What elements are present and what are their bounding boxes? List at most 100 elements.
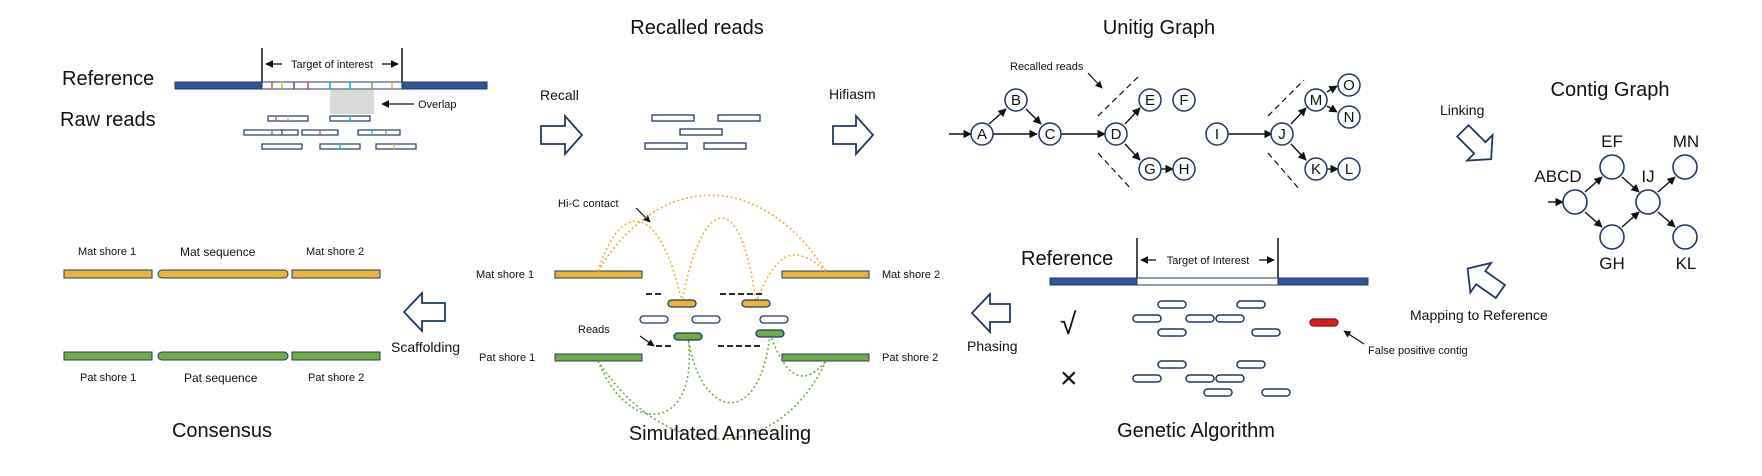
node-mn — [1672, 154, 1698, 180]
linking-label: Linking — [1440, 102, 1484, 118]
mapping-step: Mapping to Reference — [1410, 261, 1548, 323]
contig-pill — [1215, 374, 1245, 383]
sa-pat-shore-1-label: Pat shore 1 — [479, 352, 535, 364]
paternal-read — [755, 329, 785, 338]
sa-pat-shore-2-label: Pat shore 2 — [882, 352, 938, 364]
contig-label: ABCD — [1534, 167, 1581, 186]
linking-arrow-icon — [1455, 123, 1494, 162]
node-l — [1337, 157, 1361, 181]
overlap-region — [330, 90, 374, 114]
unitig-recalled-arrow — [1087, 72, 1103, 89]
simulated-annealing-panel: Hi-C contact Mat shore 1 Mat shore 2 Pat… — [476, 194, 940, 445]
node-label: J — [1278, 126, 1286, 143]
contig-label: KL — [1676, 254, 1697, 273]
edge-j-k — [1290, 143, 1307, 161]
recall-panel: Reference Raw reads Target of interest O… — [60, 48, 488, 150]
cons-mat-shore-1-bar — [63, 269, 153, 279]
edge-m-o — [1326, 85, 1338, 94]
node-i — [1205, 122, 1229, 146]
contig-graph-title: Contig Graph — [1551, 79, 1670, 101]
node-ef — [1599, 154, 1625, 180]
sa-mat-shore-1-bar — [554, 270, 643, 279]
reference-label: Reference — [62, 68, 154, 90]
cons-mat-sequence-bar — [157, 269, 289, 279]
mapping-label: Mapping to Reference — [1410, 307, 1548, 323]
hifiasm-label: Hifiasm — [829, 86, 876, 102]
read-pill — [759, 315, 789, 324]
edge-gh-ij — [1621, 211, 1640, 228]
cross-mark: × — [1060, 362, 1078, 395]
contig-label: GH — [1599, 254, 1625, 273]
consensus-panel: Mat shore 1 Mat sequence Mat shore 2 Pat… — [63, 245, 381, 442]
hic-arc — [769, 333, 827, 377]
contig-pill — [1215, 314, 1245, 323]
consensus-title: Consensus — [172, 420, 272, 442]
cons-pat-sequence-label: Pat sequence — [184, 371, 258, 385]
sa-pat-shore-1-bar — [554, 353, 643, 362]
node-label: O — [1343, 77, 1355, 94]
raw-read — [261, 143, 303, 150]
mapping-arrow-icon — [1466, 261, 1507, 300]
contig-pill — [1236, 300, 1266, 309]
raw-read — [375, 143, 417, 150]
edge-b-c — [1025, 108, 1042, 125]
edge-ij-mn — [1657, 176, 1676, 193]
sa-mat-shore-1-label: Mat shore 1 — [476, 269, 534, 281]
unassigned-reads — [639, 315, 789, 324]
contig-graph: Contig Graph ABCD EF IJ MN GH KL — [1534, 79, 1699, 273]
reads-arrow — [639, 335, 655, 347]
reference-target-region — [261, 81, 403, 90]
node-d — [1104, 122, 1128, 146]
unitig-node-labels: A B C D E F G H I J M O N K L — [977, 77, 1355, 178]
contig-pill — [1157, 360, 1187, 369]
node-o — [1337, 73, 1361, 97]
read-pill — [639, 315, 669, 324]
node-kl — [1672, 224, 1698, 250]
unitig-recalled-reads-label: Recalled reads — [1010, 61, 1084, 73]
node-label: B — [1011, 92, 1021, 109]
linking-step: Linking — [1440, 102, 1494, 162]
false-positive-label: False positive contig — [1368, 345, 1468, 357]
sa-mat-shore-2-label: Mat shore 2 — [882, 269, 940, 281]
recalled-read — [703, 142, 747, 150]
contig-pill — [1132, 374, 1162, 383]
sa-mat-shore-2-bar — [781, 270, 870, 279]
node-label: K — [1311, 161, 1321, 178]
cons-mat-shore-1-label: Mat shore 1 — [78, 246, 136, 258]
recalled-reads-title: Recalled reads — [630, 17, 763, 39]
contig-label: MN — [1673, 132, 1699, 151]
sa-pat-shore-2-bar — [781, 353, 870, 362]
contig-pill — [1157, 328, 1187, 337]
hic-arc — [597, 336, 691, 415]
ga-accepted-contigs — [1132, 300, 1281, 337]
node-n — [1337, 105, 1361, 129]
ga-target-label: Target of Interest — [1167, 255, 1250, 267]
node-c — [1038, 122, 1062, 146]
overlap-label: Overlap — [418, 99, 457, 111]
ga-reference-label: Reference — [1021, 248, 1113, 270]
maternal-read — [741, 299, 771, 308]
recalled-reads-panel: Recalled reads — [630, 17, 764, 150]
node-label: C — [1045, 126, 1056, 143]
node-label: M — [1310, 92, 1323, 109]
raw-reads-label: Raw reads — [60, 109, 156, 131]
node-b — [1004, 88, 1028, 112]
contig-pill — [1132, 314, 1162, 323]
scaffolding-arrow-icon — [402, 290, 446, 334]
contig-pill — [1236, 360, 1266, 369]
node-j — [1270, 122, 1294, 146]
simulated-annealing-title: Simulated Annealing — [629, 423, 811, 445]
contig-pill — [1203, 388, 1233, 397]
hic-arc — [597, 194, 827, 272]
unitig-graph-title: Unitig Graph — [1103, 17, 1215, 39]
check-mark: √ — [1060, 308, 1077, 341]
contig-label: IJ — [1641, 167, 1654, 186]
node-f — [1172, 88, 1196, 112]
hic-contact-arrow — [635, 207, 651, 223]
contig-pill — [1185, 374, 1215, 383]
edge-a-b — [988, 108, 1007, 125]
recalled-read — [717, 114, 761, 122]
hic-contact-label: Hi-C contact — [558, 198, 619, 210]
contig-labels: ABCD EF IJ MN GH KL — [1534, 132, 1699, 273]
